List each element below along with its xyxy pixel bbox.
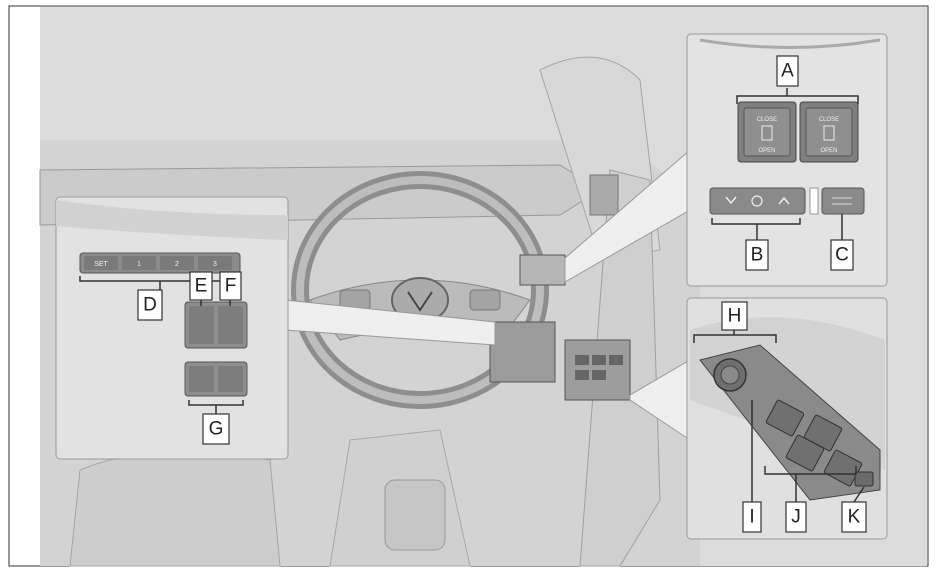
- callout-i: I: [742, 501, 762, 533]
- door-right-open-label: OPEN: [820, 148, 837, 154]
- callout-a-text: A: [781, 61, 794, 82]
- callout-j-text: J: [791, 507, 801, 528]
- left-inset: SET 1 2 3: [55, 196, 289, 460]
- bracket-j: [764, 466, 857, 475]
- memory-set-label: SET: [94, 261, 108, 268]
- hl-dash-switches: [489, 321, 556, 383]
- callout-e-text: E: [195, 276, 208, 297]
- hl-trunk-switch: [519, 254, 566, 286]
- callout-h-text: H: [728, 306, 742, 327]
- callout-k: K: [841, 501, 867, 533]
- door-left-open-label: OPEN: [758, 148, 775, 154]
- callout-k-text: K: [848, 507, 861, 528]
- pedal: [384, 479, 446, 551]
- door-left-close-label: CLOSE: [757, 117, 777, 123]
- callout-j: J: [785, 501, 807, 533]
- callout-c-text: C: [835, 245, 849, 266]
- bottom-right-inset: [686, 297, 888, 540]
- callout-c: C: [830, 239, 854, 271]
- callout-g: G: [202, 413, 230, 445]
- memory-switch-row: SET 1 2 3: [79, 252, 241, 274]
- steering-adjust-switch: [709, 187, 806, 215]
- callout-d-text: D: [143, 295, 157, 316]
- callout-f: F: [219, 271, 242, 301]
- callout-b-text: B: [751, 245, 764, 266]
- memory-3-label: 3: [213, 261, 217, 268]
- top-right-inset: CLOSE OPEN CLOSE OPEN: [686, 33, 888, 287]
- driver-seat: [69, 451, 281, 567]
- callout-i-text: I: [749, 507, 754, 528]
- callout-g-text: G: [209, 419, 224, 440]
- bracket-h: [693, 334, 777, 343]
- door-right-close-label: CLOSE: [819, 117, 839, 123]
- callout-f-text: F: [225, 276, 237, 297]
- memory-2-label: 2: [175, 261, 179, 268]
- bracket-a: [736, 95, 859, 104]
- bracket-b: [711, 218, 801, 225]
- callout-e: E: [189, 271, 213, 301]
- side-vent: [589, 174, 619, 216]
- memory-1-label: 1: [137, 261, 141, 268]
- callout-a: A: [776, 55, 799, 87]
- callout-b: B: [745, 239, 769, 271]
- callout-h: H: [721, 301, 748, 331]
- c-switch: [821, 187, 865, 215]
- callout-d: D: [137, 289, 163, 321]
- hl-door-switch-buttons: [575, 355, 623, 380]
